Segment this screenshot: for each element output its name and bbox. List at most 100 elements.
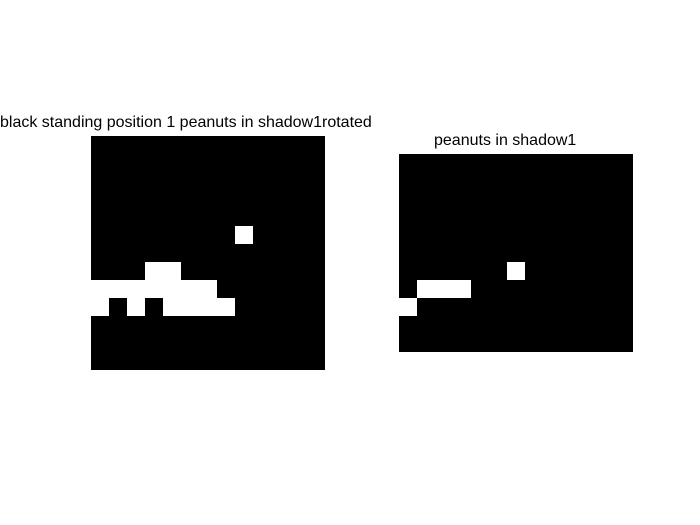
grid-cell-black xyxy=(579,298,597,316)
grid-cell-black xyxy=(109,316,127,334)
grid-cell-black xyxy=(435,262,453,280)
grid-cell-black xyxy=(217,226,235,244)
grid-cell-black xyxy=(199,208,217,226)
grid-cell-black xyxy=(471,154,489,172)
grid-cell-black xyxy=(253,190,271,208)
grid-cell-black xyxy=(145,298,163,316)
grid-cell-black xyxy=(289,352,307,370)
grid-cell-black xyxy=(271,298,289,316)
grid-cell-black xyxy=(235,280,253,298)
grid-cell-black xyxy=(307,298,325,316)
grid-cell-black xyxy=(399,334,417,352)
grid-cell-black xyxy=(615,316,633,334)
grid-cell-black xyxy=(289,298,307,316)
grid-cell-black xyxy=(307,208,325,226)
grid-cell-black xyxy=(507,226,525,244)
grid-cell-black xyxy=(561,190,579,208)
grid-cell-black xyxy=(91,172,109,190)
grid-cell-black xyxy=(145,316,163,334)
grid-cell-black xyxy=(471,244,489,262)
grid-cell-black xyxy=(579,154,597,172)
grid-cell-black xyxy=(525,298,543,316)
grid-cell-black xyxy=(525,208,543,226)
grid-cell-black xyxy=(507,172,525,190)
grid-cell-black xyxy=(489,154,507,172)
grid-cell-black xyxy=(579,226,597,244)
grid-cell-black xyxy=(217,154,235,172)
grid-cell-black xyxy=(453,172,471,190)
grid-cell-black xyxy=(507,244,525,262)
grid-cell-black xyxy=(543,316,561,334)
grid-cell-black xyxy=(253,298,271,316)
grid-cell-black xyxy=(417,262,435,280)
panel-title-right: peanuts in shadow1 xyxy=(434,132,577,149)
grid-cell-black xyxy=(399,172,417,190)
grid-cell-black xyxy=(561,244,579,262)
grid-cell-black xyxy=(543,298,561,316)
grid-cell-black xyxy=(417,298,435,316)
grid-cell-black xyxy=(453,244,471,262)
grid-cell-black xyxy=(561,280,579,298)
grid-cell-black xyxy=(417,190,435,208)
grid-cell-black xyxy=(597,262,615,280)
grid-cell-black xyxy=(199,226,217,244)
grid-cell-black xyxy=(235,154,253,172)
grid-cell-black xyxy=(307,190,325,208)
grid-cell-black xyxy=(109,334,127,352)
grid-cell-black xyxy=(579,316,597,334)
grid-cell-black xyxy=(471,298,489,316)
grid-cell-black xyxy=(471,334,489,352)
grid-cell-black xyxy=(435,334,453,352)
grid-cell-black xyxy=(253,172,271,190)
grid-cell-black xyxy=(91,154,109,172)
grid-cell-black xyxy=(399,244,417,262)
grid-cell-black xyxy=(597,154,615,172)
grid-cell-black xyxy=(471,226,489,244)
grid-cell-black xyxy=(579,208,597,226)
grid-cell-black xyxy=(127,226,145,244)
grid-cell-black xyxy=(399,190,417,208)
grid-cell-white xyxy=(145,280,163,298)
grid-cell-black xyxy=(579,190,597,208)
grid-cell-black xyxy=(181,334,199,352)
grid-cell-white xyxy=(181,280,199,298)
grid-cell-black xyxy=(235,172,253,190)
grid-cell-black xyxy=(289,190,307,208)
grid-cell-black xyxy=(163,154,181,172)
grid-cell-black xyxy=(91,136,109,154)
grid-cell-black xyxy=(163,316,181,334)
grid-cell-white xyxy=(199,298,217,316)
grid-cell-black xyxy=(417,244,435,262)
grid-cell-black xyxy=(253,280,271,298)
grid-cell-black xyxy=(453,262,471,280)
grid-cell-black xyxy=(91,226,109,244)
grid-cell-white xyxy=(145,262,163,280)
grid-cell-black xyxy=(235,334,253,352)
grid-cell-black xyxy=(615,262,633,280)
grid-cell-black xyxy=(417,172,435,190)
grid-cell-black xyxy=(435,226,453,244)
grid-cell-black xyxy=(217,316,235,334)
grid-cell-black xyxy=(307,280,325,298)
grid-cell-black xyxy=(91,352,109,370)
grid-cell-black xyxy=(579,262,597,280)
grid-cell-black xyxy=(289,208,307,226)
grid-cell-black xyxy=(471,262,489,280)
grid-cell-black xyxy=(489,244,507,262)
grid-cell-black xyxy=(199,154,217,172)
grid-cell-black xyxy=(235,244,253,262)
grid-cell-black xyxy=(109,298,127,316)
grid-cell-black xyxy=(307,172,325,190)
grid-cell-white xyxy=(235,226,253,244)
grid-cell-black xyxy=(145,154,163,172)
grid-cell-black xyxy=(145,136,163,154)
grid-cell-black xyxy=(417,154,435,172)
grid-cell-black xyxy=(561,334,579,352)
grid-cell-white xyxy=(417,280,435,298)
grid-cell-black xyxy=(307,316,325,334)
grid-cell-white xyxy=(163,262,181,280)
grid-cell-black xyxy=(615,208,633,226)
grid-cell-black xyxy=(145,190,163,208)
grid-cell-black xyxy=(507,154,525,172)
grid-cell-black xyxy=(271,172,289,190)
